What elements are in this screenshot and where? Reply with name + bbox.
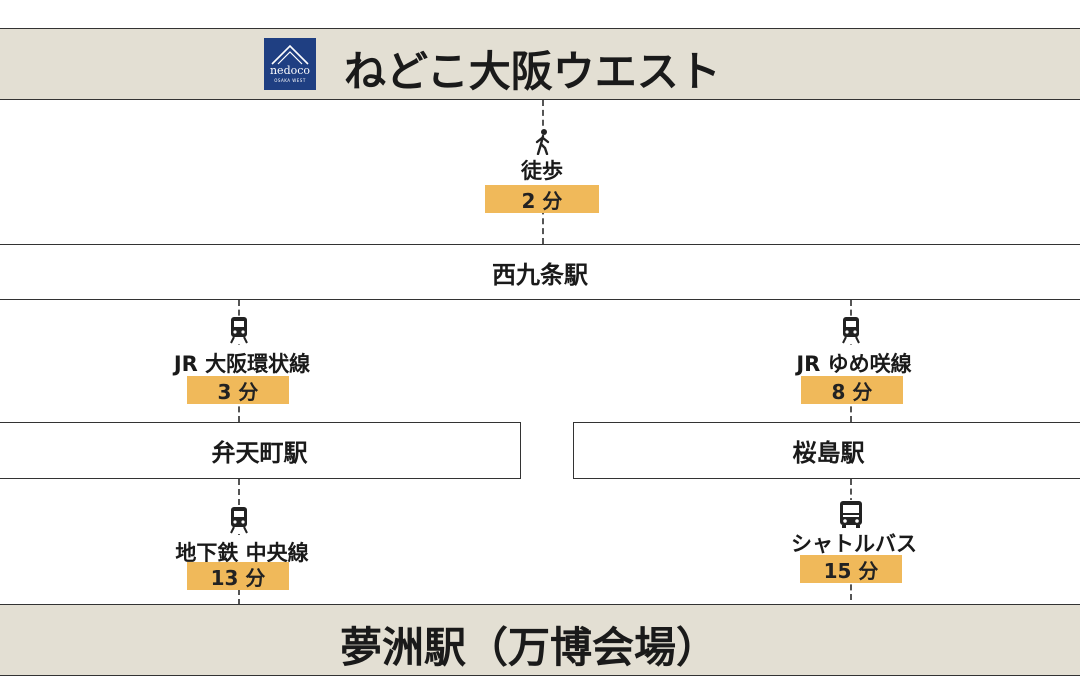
nedoco-logo: nedoco OSAKA WEST: [264, 38, 316, 90]
train-icon: [228, 506, 250, 534]
station-bentencho: 弁天町駅: [0, 422, 521, 479]
walking-person-icon: [534, 128, 552, 156]
destination-band: [0, 604, 1080, 676]
left-route-line-label: JR 大阪環状線: [148, 348, 336, 378]
right-route-line-label: JR ゆめ咲線: [770, 348, 938, 378]
logo-text: nedoco: [269, 64, 311, 77]
right-route2-line-label: シャトルバス: [760, 528, 948, 558]
header-band: [0, 28, 1080, 100]
train-icon: [840, 316, 862, 344]
station-sakurajima: 桜島駅: [573, 422, 1080, 479]
bus-icon: [838, 500, 864, 530]
walk-mode-label: 徒歩: [506, 155, 578, 185]
destination-title: 夢洲駅（万博会場）: [340, 623, 719, 672]
right-route2-time-badge: 15 分: [800, 555, 902, 583]
logo-subtext: OSAKA WEST: [274, 78, 306, 83]
walk-time-badge: 2 分: [485, 185, 599, 213]
left-route2-time-badge: 13 分: [187, 562, 289, 590]
station-nishikujo: 西九条駅: [0, 244, 1080, 300]
page-title: ねどこ大阪ウエスト: [344, 47, 721, 96]
train-icon: [228, 316, 250, 344]
left-route-time-badge: 3 分: [187, 376, 289, 404]
right-route-time-badge: 8 分: [801, 376, 903, 404]
